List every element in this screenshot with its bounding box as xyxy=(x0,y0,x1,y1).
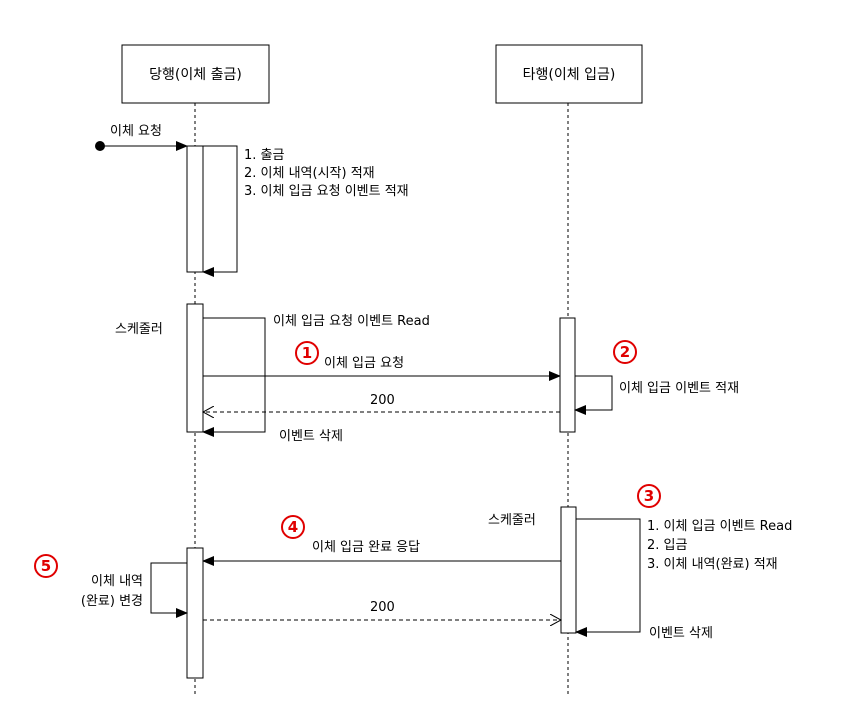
activation-left-2 xyxy=(186,303,204,433)
completion-label: 이체 입금 완료 응답 xyxy=(312,540,420,555)
step-badge-3: 3 xyxy=(637,484,661,508)
participant-left-box xyxy=(121,44,270,104)
read-event-label: 이체 입금 요청 이벤트 Read xyxy=(273,314,430,329)
svg-text:3: 3 xyxy=(644,487,654,505)
sender-note-line2: (완료) 변경 xyxy=(81,594,143,609)
participant-left: 당행(이체 출금) xyxy=(121,44,270,104)
sender-note-line1: 이체 내역 xyxy=(91,574,143,589)
request-label: 이체 입금 요청 xyxy=(324,356,404,371)
activation-left-3 xyxy=(186,547,204,679)
participant-right: 타행(이체 입금) xyxy=(495,44,643,104)
self-call-right-store xyxy=(574,375,613,415)
step-badge-1: 1 xyxy=(295,341,319,365)
svg-text:2: 2 xyxy=(620,343,630,361)
delete-event-label-2: 이벤트 삭제 xyxy=(649,626,713,641)
self-note-1-line1: 1. 출금 xyxy=(244,148,284,163)
self-note-1-line3: 3. 이체 입금 요청 이벤트 적재 xyxy=(244,184,409,199)
self-call-left-update xyxy=(150,562,188,618)
svg-text:4: 4 xyxy=(288,518,298,536)
svg-text:5: 5 xyxy=(41,557,51,575)
scheduler-label-right: 스케줄러 xyxy=(488,513,536,528)
participant-right-label: 타행(이체 입금) xyxy=(523,67,616,83)
receiver-note-line1: 1. 이체 입금 이벤트 Read xyxy=(647,519,792,534)
self-call-left-1 xyxy=(202,145,238,277)
receiver-note-line3: 3. 이체 내역(완료) 적재 xyxy=(647,557,778,572)
response-200-label-2: 200 xyxy=(370,600,395,615)
step-badge-5: 5 xyxy=(34,554,58,578)
participant-left-label: 당행(이체 출금) xyxy=(149,67,242,83)
activation-right-1 xyxy=(559,317,576,433)
delete-event-label-1: 이벤트 삭제 xyxy=(279,429,343,444)
self-note-1-line2: 2. 이체 내역(시작) 적재 xyxy=(244,166,375,181)
activation-left-1 xyxy=(186,145,204,273)
receiver-self-note: 이체 입금 이벤트 적재 xyxy=(619,381,739,396)
step-badge-4: 4 xyxy=(281,515,305,539)
self-call-left-read xyxy=(202,317,266,437)
participant-right-box xyxy=(495,44,643,104)
scheduler-label-left: 스케줄러 xyxy=(115,322,163,337)
step-badge-2: 2 xyxy=(613,340,637,364)
incoming-call-label: 이체 요청 xyxy=(110,124,162,139)
response-200-label-1: 200 xyxy=(370,393,395,408)
activation-right-2 xyxy=(560,506,577,634)
self-call-right-read xyxy=(575,518,641,637)
svg-text:1: 1 xyxy=(302,344,312,362)
receiver-note-line2: 2. 입금 xyxy=(647,538,687,553)
